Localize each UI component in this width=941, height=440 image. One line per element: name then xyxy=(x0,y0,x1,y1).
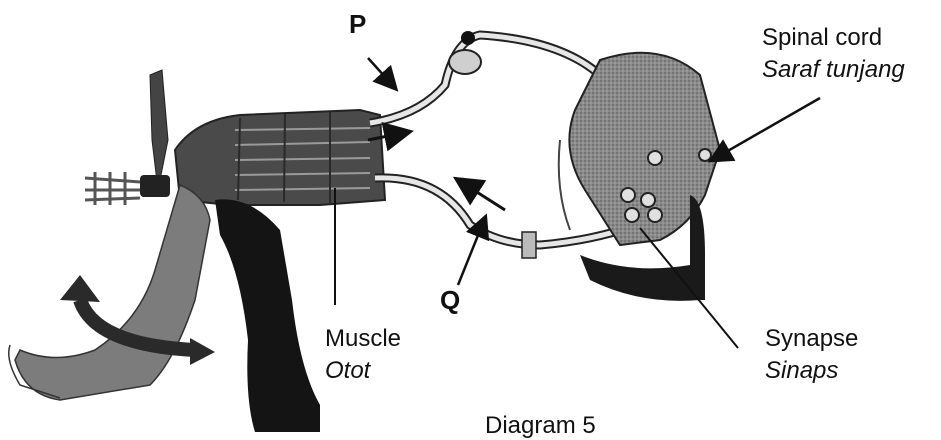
label-muscle: Muscle xyxy=(325,325,401,353)
leg-kicking xyxy=(9,185,210,400)
label-spinal-cord: Spinal cord xyxy=(762,24,882,52)
impulse-direction-arrows xyxy=(368,132,505,210)
diagram-caption: Diagram 5 xyxy=(485,412,596,440)
label-saraf-tunjang: Saraf tunjang xyxy=(762,56,905,84)
thigh-muscle xyxy=(175,110,385,205)
label-sinaps: Sinaps xyxy=(765,357,838,385)
label-otot: Otot xyxy=(325,357,370,385)
leg-dark xyxy=(215,199,320,432)
label-synapse: Synapse xyxy=(765,325,858,353)
label-p: P xyxy=(349,10,366,38)
label-pointers xyxy=(335,58,820,348)
reflex-hammer xyxy=(85,70,170,205)
spinal-cord xyxy=(559,53,720,301)
label-q: Q xyxy=(440,286,460,314)
